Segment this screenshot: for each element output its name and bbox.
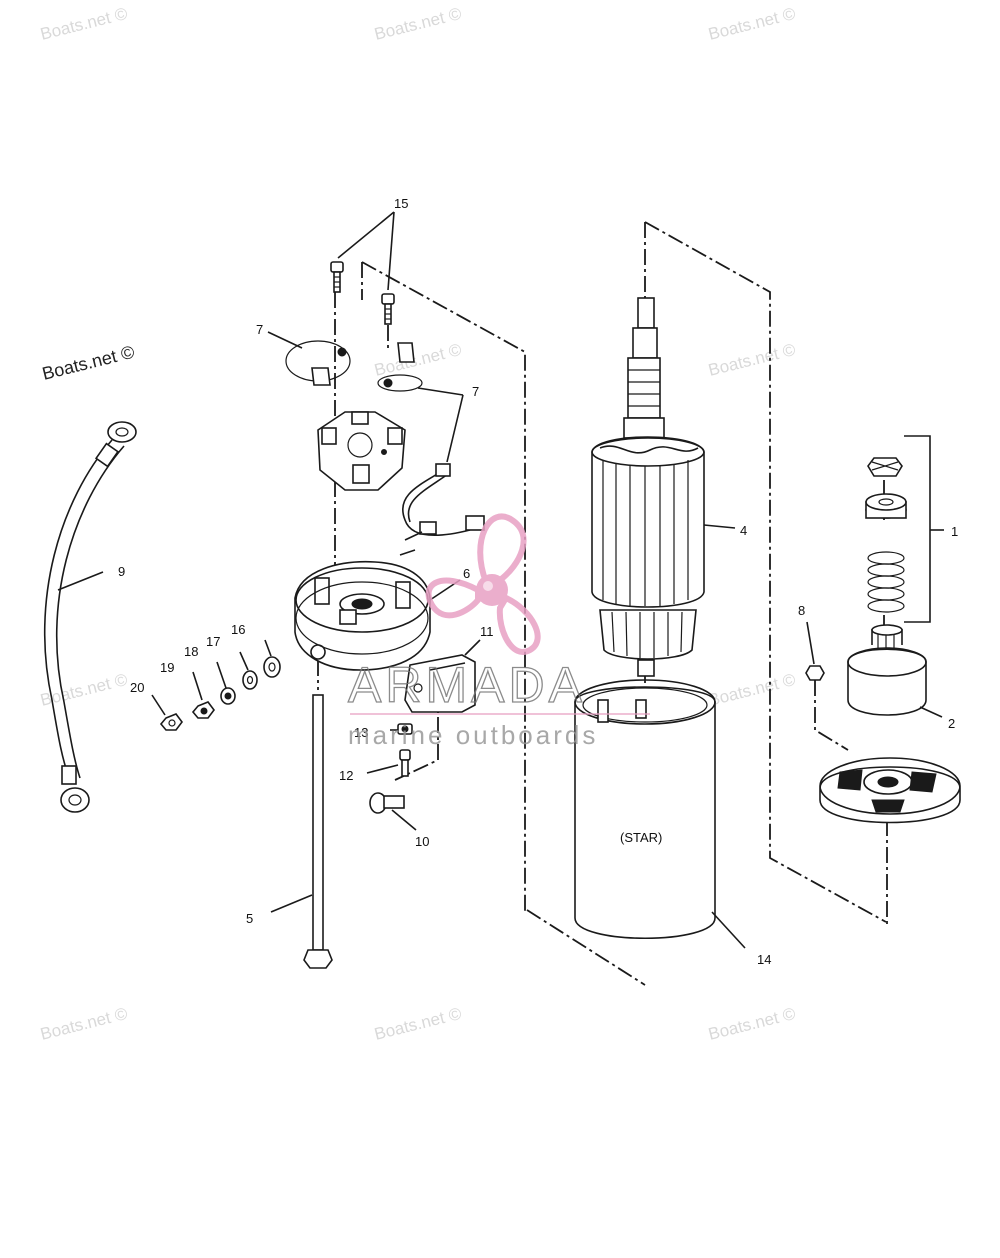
- callouts: 1 2 4 5 6 7 7 8 9 10 11 12 13 14 15 16 1…: [118, 196, 958, 967]
- callout-1: 1: [951, 524, 958, 539]
- battery-cable-part-9: [43, 421, 137, 813]
- callout-11: 11: [480, 624, 494, 639]
- drive-parts-part-1: [865, 435, 931, 623]
- callout-2: 2: [948, 716, 955, 731]
- screws-part-15: [330, 261, 395, 325]
- watermark: Boats.net ©: [706, 670, 797, 710]
- pinion-part-2: [847, 624, 927, 716]
- callout-16: 16: [231, 622, 245, 637]
- callout-8: 8: [798, 603, 805, 618]
- nut-part-8: [805, 665, 825, 681]
- callout-19: 19: [160, 660, 174, 675]
- bracket-part-11: [404, 654, 476, 713]
- drive-end-head: [819, 757, 961, 824]
- watermark: Boats.net ©: [372, 340, 463, 380]
- watermark: Boats.net ©: [372, 1004, 463, 1044]
- propeller-logo-icon: [425, 513, 541, 655]
- callout-15: 15: [394, 196, 408, 211]
- callout-9: 9: [118, 564, 125, 579]
- housing-part-14: (STAR): [574, 679, 716, 940]
- watermark: Boats.net ©: [38, 4, 129, 44]
- callout-17: 17: [206, 634, 220, 649]
- brush-springs-part-7: [285, 340, 423, 392]
- watermark: Boats.net ©: [706, 340, 797, 380]
- brush-leads: [399, 463, 485, 556]
- through-bolt-part-5: [303, 694, 333, 969]
- callout-7b: 7: [472, 384, 479, 399]
- watermark-prominent: Boats.net ©: [40, 342, 136, 384]
- callout-5: 5: [246, 911, 253, 926]
- callout-20: 20: [130, 680, 144, 695]
- callout-18: 18: [184, 644, 198, 659]
- washers-nuts-16-20: [159, 656, 281, 731]
- logo-name: ARMADA: [348, 657, 586, 713]
- watermark: Boats.net ©: [38, 1004, 129, 1044]
- brush-holder: [317, 411, 406, 491]
- logo-tagline: marine outboards: [348, 720, 598, 750]
- hardware-10-12-13: [369, 723, 413, 814]
- end-cap-part-6: [294, 560, 431, 671]
- callout-4: 4: [740, 523, 747, 538]
- watermark: Boats.net ©: [372, 4, 463, 44]
- callout-12: 12: [339, 768, 353, 783]
- housing-label: (STAR): [620, 830, 662, 845]
- armature-part-4: [591, 297, 705, 677]
- watermark: Boats.net ©: [706, 4, 797, 44]
- callout-14: 14: [757, 952, 771, 967]
- armada-logo: ARMADA marine outboards: [347, 513, 650, 750]
- callout-6: 6: [463, 566, 470, 581]
- leader-lines: [57, 211, 944, 949]
- watermark: Boats.net ©: [706, 1004, 797, 1044]
- callout-13: 13: [354, 725, 368, 740]
- callout-7a: 7: [256, 322, 263, 337]
- callout-10: 10: [415, 834, 429, 849]
